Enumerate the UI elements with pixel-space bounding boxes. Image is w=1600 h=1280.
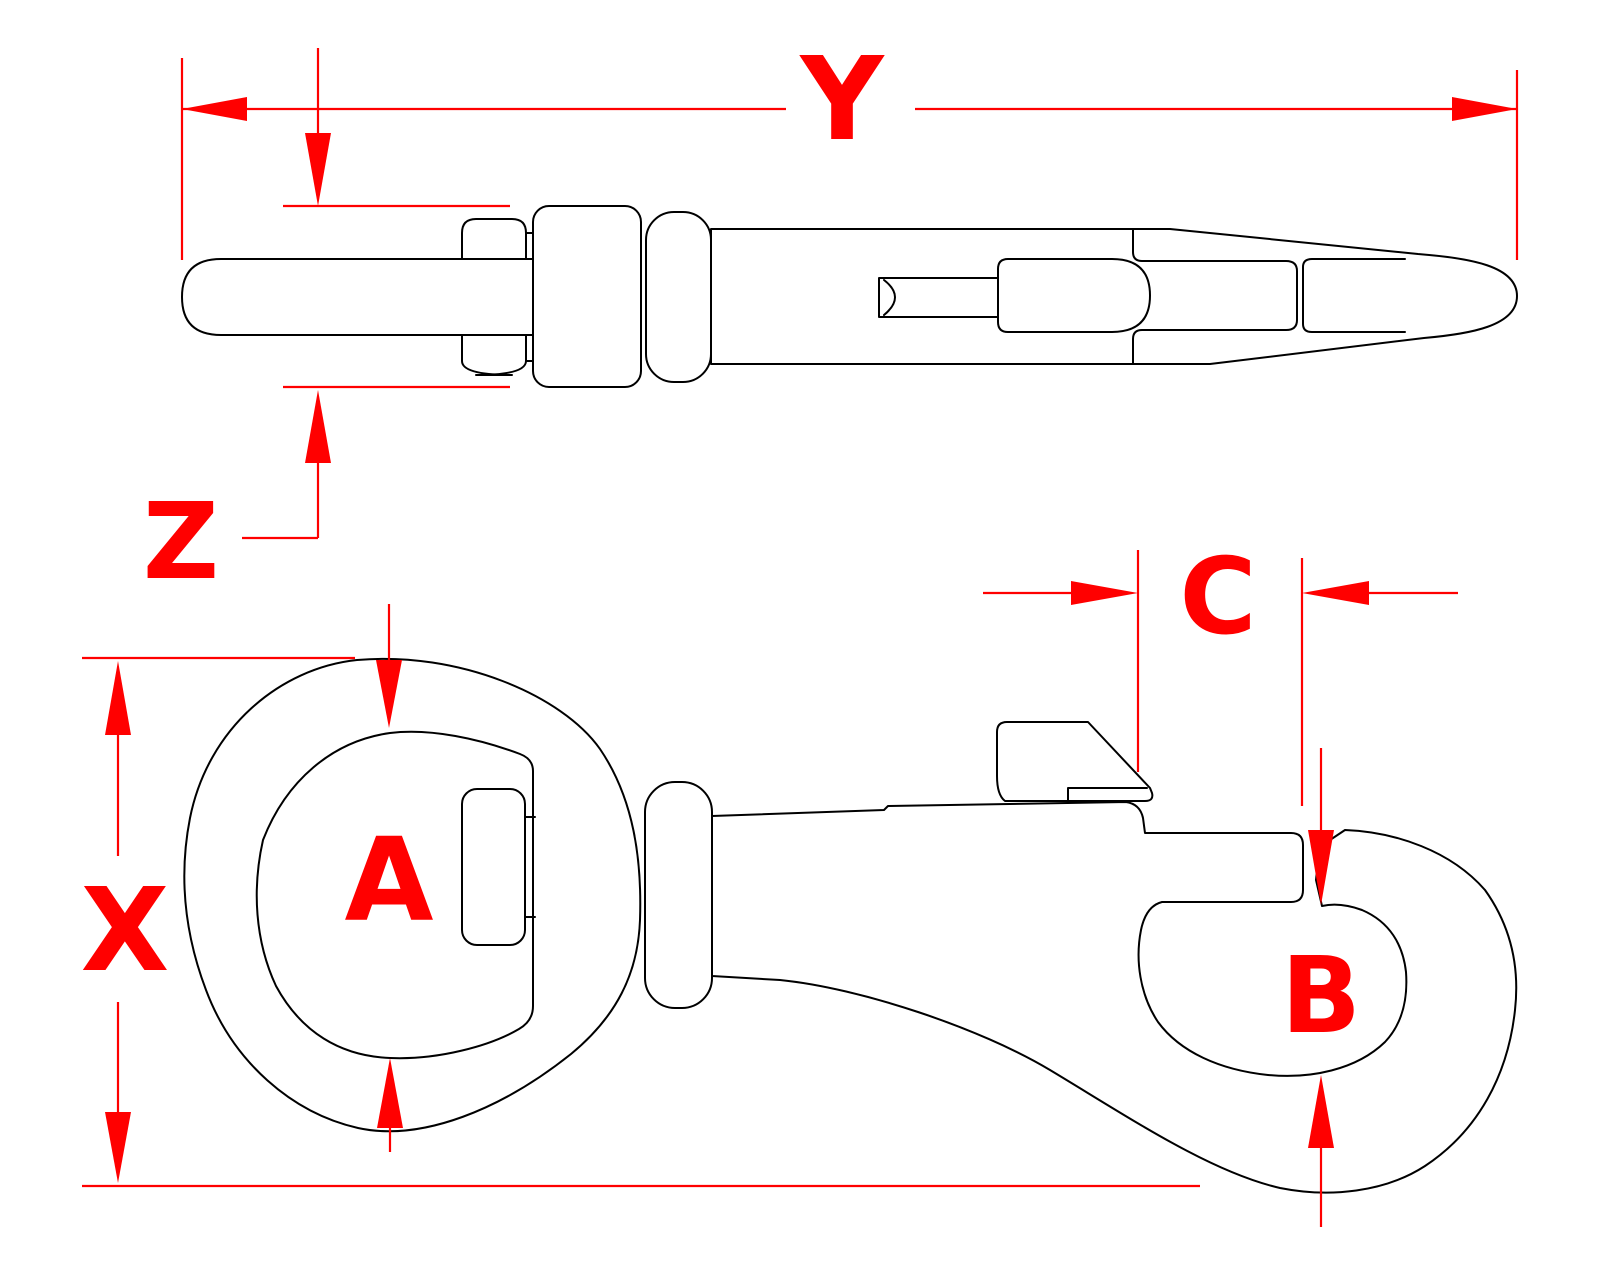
dimension-c: C	[983, 536, 1458, 806]
x-extension-lines	[82, 656, 1200, 1188]
y-arrow-right	[1452, 97, 1517, 121]
b-arrow-up	[1308, 1075, 1334, 1148]
spring-slot	[878, 277, 999, 318]
a-arrow-up	[377, 1058, 403, 1128]
z-arrow-down	[305, 133, 331, 206]
swivel-collar-edge	[532, 205, 642, 388]
x-arrow-up	[105, 661, 131, 735]
a-arrow-down	[376, 660, 402, 728]
latch-thumb-top	[997, 258, 1151, 333]
b-arrow-down	[1308, 830, 1334, 905]
eye-boss-ticks	[524, 816, 536, 918]
dimension-a: A	[344, 604, 434, 1152]
dimension-label-z: Z	[143, 481, 219, 603]
dimension-b: B	[1281, 748, 1361, 1227]
nose-step-lines	[1132, 229, 1298, 364]
crimp-ear-top	[461, 218, 527, 260]
dimension-y: Y	[180, 33, 1519, 260]
crimp-ear-bottom	[461, 334, 527, 376]
crimp-step-lines	[525, 232, 534, 362]
x-arrow-down	[105, 1112, 131, 1183]
dimension-label-x: X	[81, 864, 170, 998]
a-arrow-shafts	[387, 604, 392, 1152]
side-view	[183, 657, 1518, 1194]
z-arrow-up	[305, 390, 331, 463]
z-extent-lines	[283, 204, 510, 389]
c-arrow-left	[1302, 581, 1369, 605]
top-view	[181, 205, 1518, 388]
barrel-nut-edge	[645, 211, 712, 383]
dimension-label-y: Y	[798, 33, 885, 167]
nose-tip-piece-lines	[1302, 258, 1406, 333]
dimension-label-c: C	[1179, 536, 1256, 658]
y-arrow-left	[182, 97, 247, 121]
dimension-label-b: B	[1281, 935, 1361, 1057]
c-arrow-right	[1071, 581, 1138, 605]
y-extension-lines	[180, 58, 1519, 260]
dimension-label-a: A	[344, 814, 433, 948]
eye-stock-edge	[181, 258, 556, 336]
barrel-nut-profile	[644, 781, 713, 1009]
latch-gate-profile	[996, 721, 1154, 802]
eye-boss-slot	[461, 788, 526, 946]
latch-base-lines	[1067, 787, 1148, 802]
dimension-x: X	[81, 656, 1200, 1188]
c-extension-lines	[1136, 550, 1304, 806]
dimension-z: Z	[143, 48, 510, 603]
snap-body-profile	[711, 801, 1518, 1194]
z-arrow-shafts	[242, 48, 320, 540]
